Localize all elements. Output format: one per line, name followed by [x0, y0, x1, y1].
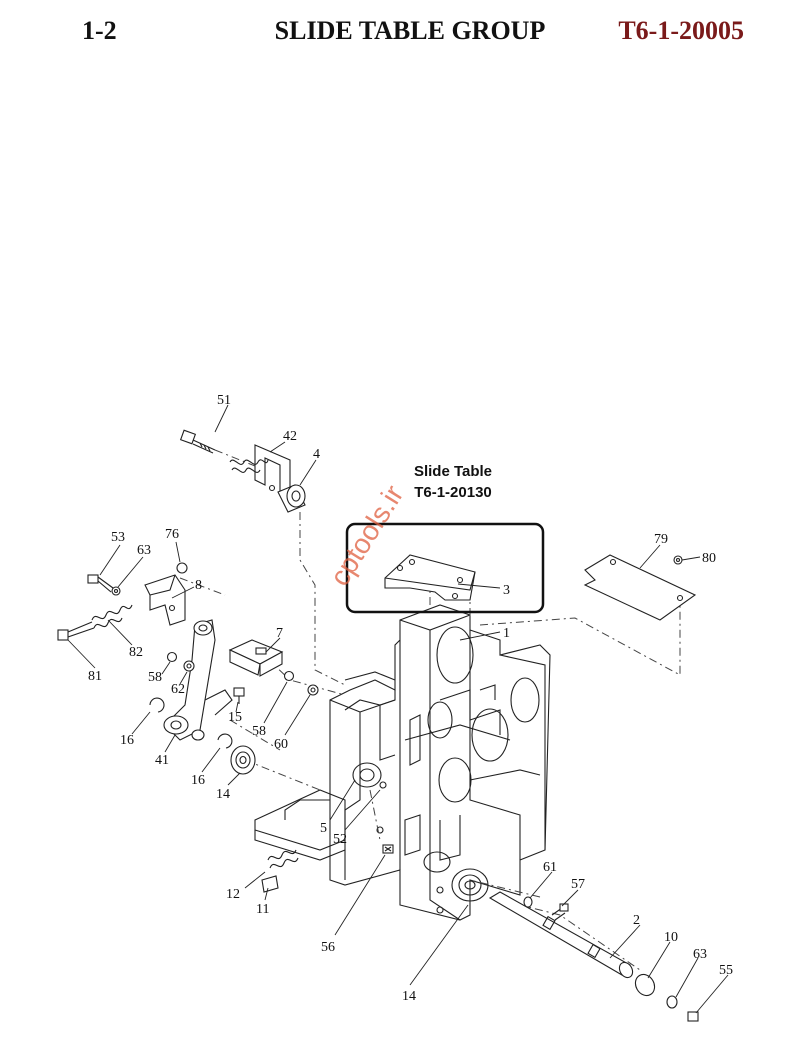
callout-63-upper: 63: [137, 543, 151, 558]
reference-box: [345, 522, 545, 614]
callout-8: 8: [195, 578, 202, 593]
callout-51: 51: [217, 393, 231, 408]
shaft-2: [488, 891, 699, 1022]
page-title: SLIDE TABLE GROUP: [274, 16, 546, 45]
block-7: [228, 639, 284, 677]
callout-7: 7: [276, 626, 283, 641]
callout-53: 53: [111, 530, 125, 545]
callout-52: 52: [333, 832, 347, 847]
callout-16-left: 16: [120, 733, 134, 748]
callout-79: 79: [654, 532, 668, 547]
callout-55: 55: [719, 963, 733, 978]
bolt-51: [179, 429, 216, 454]
callout-5: 5: [320, 821, 327, 836]
callout-10: 10: [664, 930, 678, 945]
callout-12: 12: [226, 887, 240, 902]
callout-15: 15: [228, 710, 242, 725]
callout-42: 42: [283, 429, 297, 444]
reference-code: T6-1-20130: [414, 484, 492, 501]
clips-16: [149, 697, 233, 749]
callout-81: 81: [88, 669, 102, 684]
callout-82: 82: [129, 645, 143, 660]
callout-numbers: 51 42 4 53 63 76 8 82 81 7 58 62 15 58 6…: [88, 393, 733, 1004]
callout-11: 11: [256, 902, 269, 917]
spring-82: [57, 604, 133, 641]
callout-4: 4: [313, 447, 320, 462]
callout-62: 62: [171, 682, 185, 697]
grub-screw-56: [379, 781, 394, 854]
small-parts: [166, 651, 319, 704]
spring-bracket-42: [229, 444, 291, 501]
callout-2: 2: [633, 913, 640, 928]
leader-lines: [67, 404, 729, 1014]
plate-79: [583, 554, 697, 621]
callout-58-left: 58: [148, 670, 162, 685]
callout-41: 41: [155, 753, 169, 768]
callout-76: 76: [165, 527, 179, 542]
callout-56: 56: [321, 940, 335, 955]
page-header: 1-2 SLIDE TABLE GROUP T6-1-20005: [0, 14, 800, 54]
callout-14-upper: 14: [216, 787, 230, 802]
spring-12: [261, 849, 299, 893]
page-code: T6-1-20005: [618, 16, 744, 45]
callout-61: 61: [543, 860, 557, 875]
callout-58-right: 58: [252, 724, 266, 739]
callout-80: 80: [702, 551, 716, 566]
reference-title: Slide Table: [414, 463, 492, 480]
callout-63-lower: 63: [693, 947, 707, 962]
callout-60: 60: [274, 737, 288, 752]
callout-14-lower: 14: [402, 989, 416, 1004]
bracket-8: [87, 562, 188, 626]
roller-4: [277, 484, 306, 513]
callout-16-right: 16: [191, 773, 205, 788]
section-number: 1-2: [82, 16, 117, 45]
lever-41: [163, 619, 233, 741]
callout-1: 1: [503, 626, 510, 641]
callout-57: 57: [571, 877, 585, 892]
callout-3: 3: [503, 583, 510, 598]
bearing-14: [230, 745, 256, 775]
frame-body: [254, 604, 551, 921]
